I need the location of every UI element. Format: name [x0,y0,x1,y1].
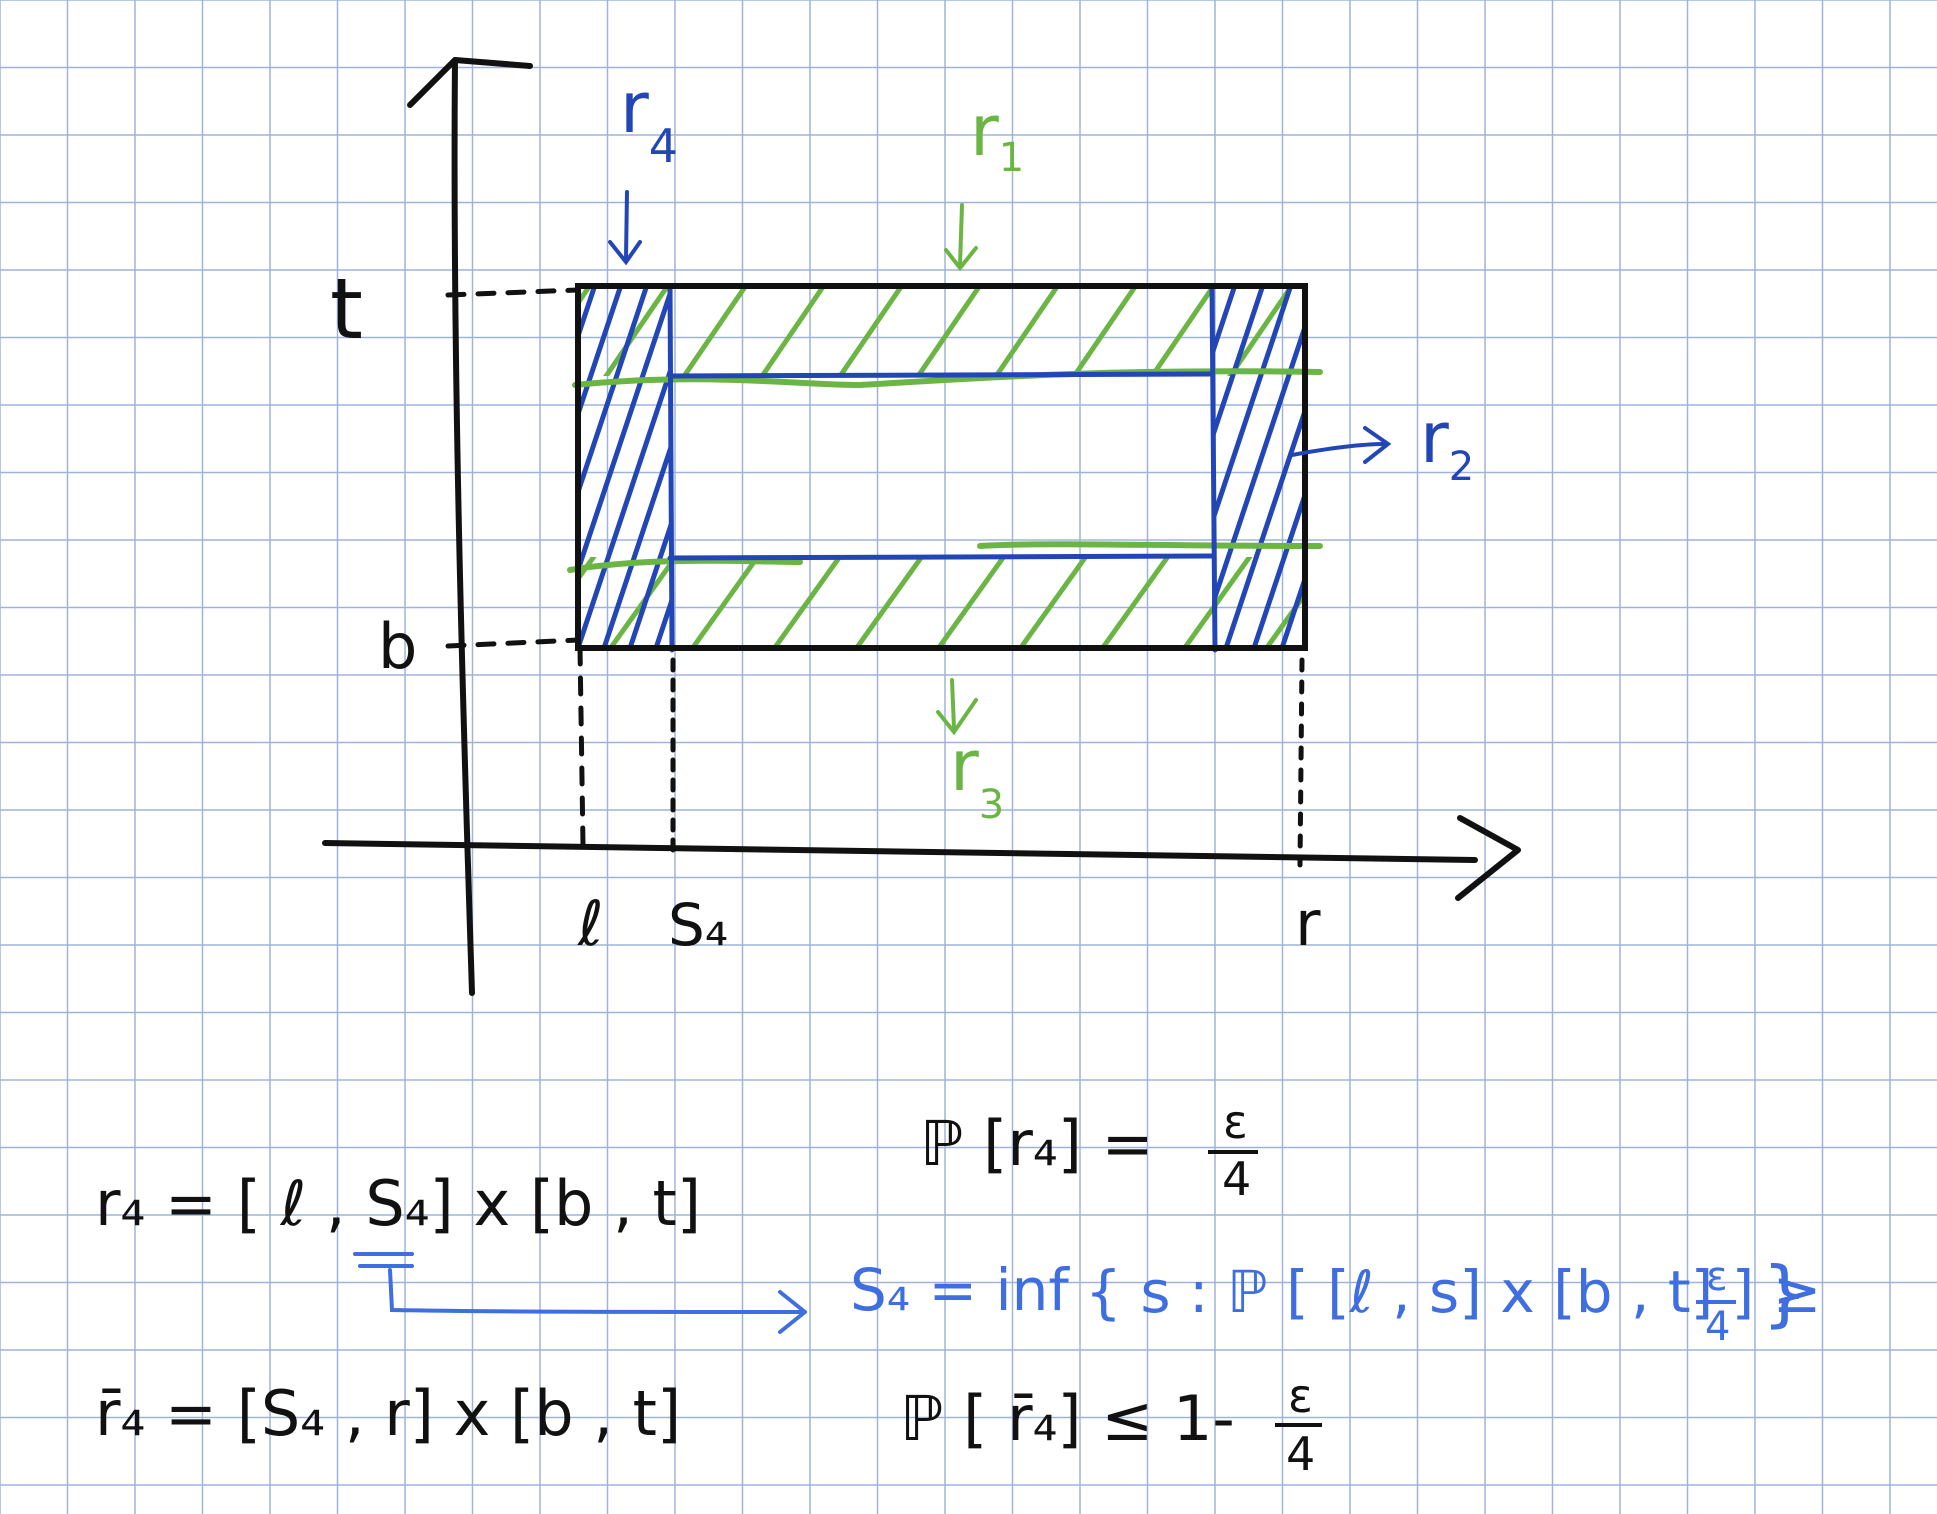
hatch-stroke [1017,557,1089,648]
s4-label: S₄ [668,891,728,959]
hatch-stroke [578,286,624,422]
r3-boundary [567,541,1323,573]
s4-definition-lhs: S₄ = inf [850,1256,1070,1324]
hatch-stroke [578,286,593,308]
t-label: t [330,260,363,358]
outer-rectangle [575,283,1308,651]
r4-hatching [578,286,670,648]
hatch-stroke [1212,286,1238,362]
hatch-stroke [1212,286,1266,446]
s4-pointer-arrowhead-icon [778,1290,807,1334]
hatch-stroke [578,286,650,500]
hatch-stroke [1306,270,1436,660]
r4-arrow-icon [608,190,642,266]
r1-arrow-icon [944,203,978,272]
l-guide-line [577,645,586,848]
hatch-stroke [1212,286,1294,530]
hatch-stroke [1279,571,1305,648]
s4-definition-numerator: ε [1706,1254,1728,1300]
equations: r₄ = [ ℓ , S₄] x [b , t] ℙ [r₄] = ε 4 S₄… [95,1095,1821,1481]
r3-arrow-icon [936,678,978,736]
r2-label: r2 [1420,397,1474,490]
s4-definition-close: } [1762,1251,1808,1335]
r4-definition: r₄ = [ ℓ , S₄] x [b , t] [95,1167,701,1240]
s4-definition-denominator: 4 [1705,1304,1730,1350]
diagram-labels: t b ℓ S₄ r r4 r1 r2 r3 [330,67,1474,960]
hatch-stroke [627,520,670,648]
y-axis-arrowhead-icon [407,57,533,108]
r4-label: r4 [620,67,678,173]
s4-underline [353,1252,414,1268]
r-guide-line [1297,657,1305,868]
inner-rectangle [667,283,1218,653]
r-label: r [1295,887,1321,960]
hatch-stroke [607,557,679,648]
hatch-stroke [689,557,761,648]
r3-hatching [578,557,1305,648]
hatch-stroke [935,557,1007,648]
hatch-stroke [578,286,670,578]
l-label: ℓ [577,887,604,960]
r3-label: r3 [950,725,1004,828]
prob-r4-denominator: 4 [1222,1152,1251,1206]
hatch-stroke [1251,487,1305,648]
prob-rbar4-denominator: 4 [1286,1427,1315,1481]
hatch-stroke [853,557,925,648]
hatch-stroke [759,286,827,376]
rbar4-definition: r̄₄ = [S₄ , r] x [b , t] [95,1377,681,1450]
prob-r4-lhs: ℙ [r₄] = [920,1107,1154,1180]
hatch-stroke [1223,403,1305,648]
hatch-stroke [681,286,749,376]
hatch-stroke [1099,557,1171,648]
prob-rbar4-lhs: ℙ [ r̄₄] ≤ 1- [900,1382,1235,1455]
s4-pointer-arrow-icon [388,1268,802,1314]
r2-arrow-icon [1290,426,1392,464]
hatch-stroke [578,364,670,648]
r2-hatching [1212,270,1436,660]
hatch-stroke [915,286,983,376]
hatch-stroke [1071,286,1139,376]
hatch-stroke [837,286,905,376]
x-axis-arrowhead-icon [1455,815,1521,901]
y-axis [407,57,533,996]
b-guide-line [445,637,581,649]
hatch-stroke [771,557,843,648]
prob-rbar4-numerator: ε [1288,1369,1313,1423]
hatch-stroke [603,286,671,376]
b-label: b [378,610,417,683]
x-axis [322,815,1521,901]
hatch-stroke [601,442,670,648]
prob-r4-numerator: ε [1223,1095,1248,1149]
s4-definition-set: { s : ℙ [ [ℓ , s] x [b , t] ] ≥ [1085,1258,1821,1326]
guide-lines [445,287,1305,868]
t-guide-line [445,287,581,298]
hatch-stroke [993,286,1061,376]
r1-label: r1 [970,90,1024,181]
